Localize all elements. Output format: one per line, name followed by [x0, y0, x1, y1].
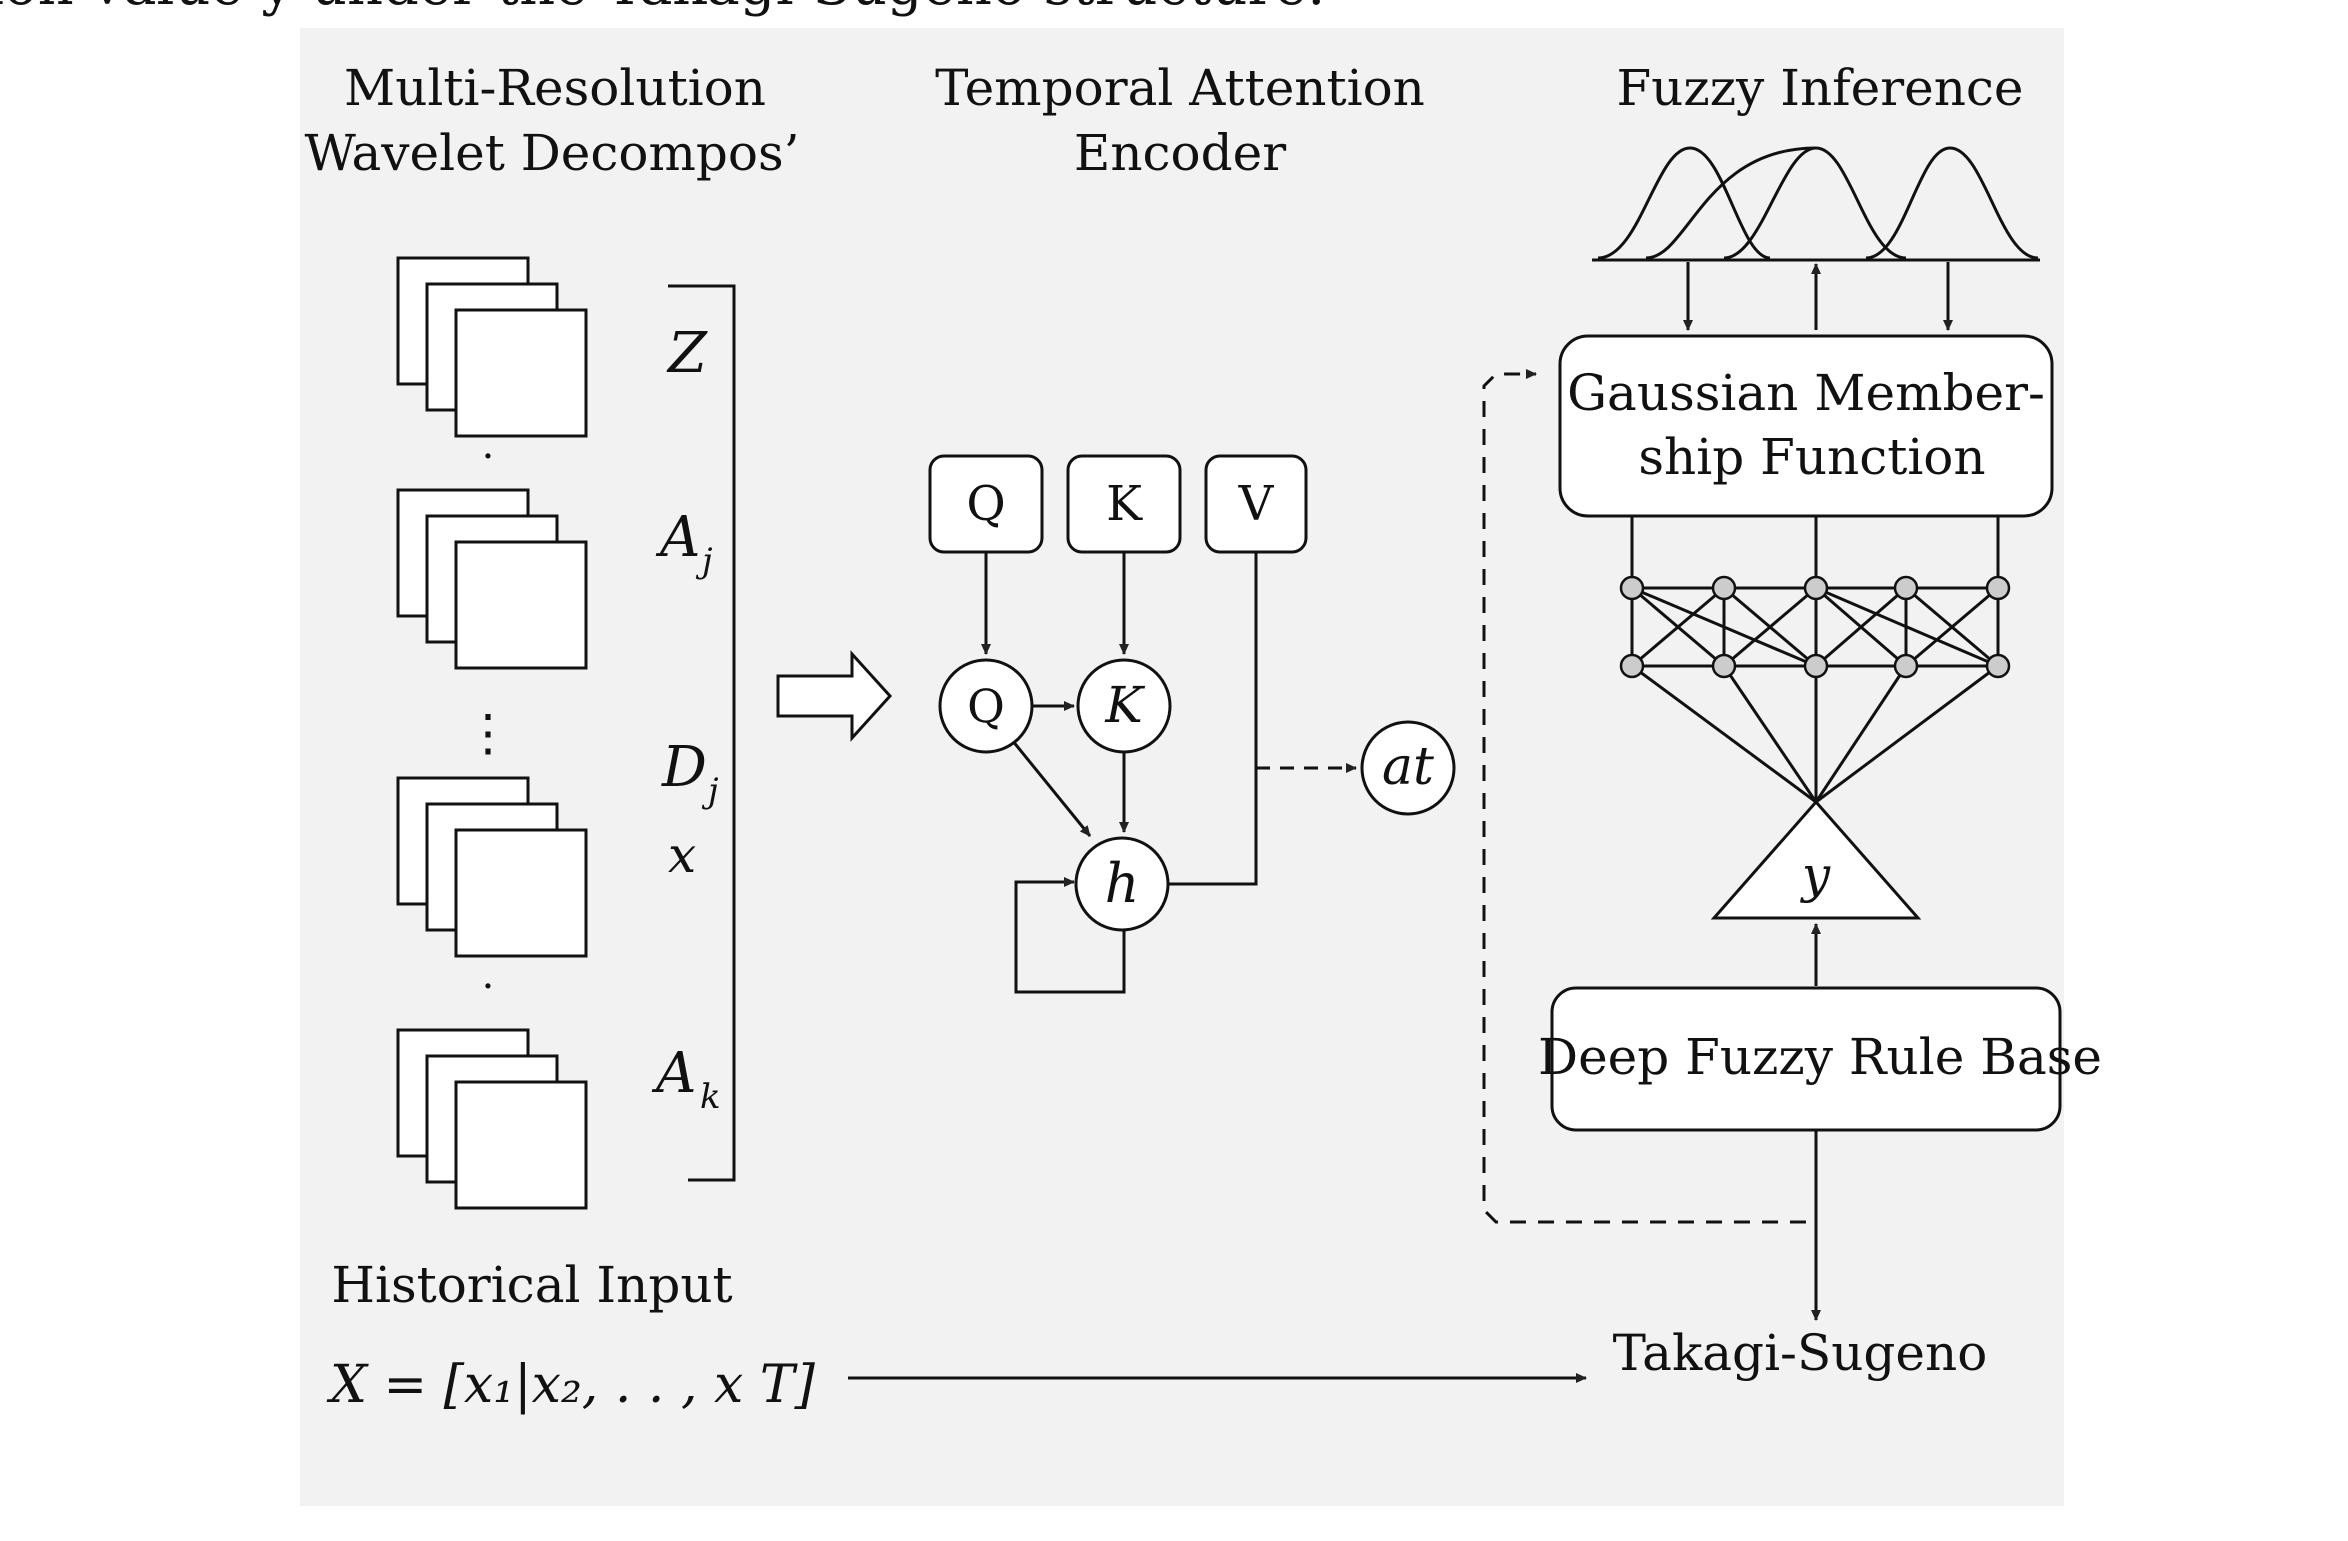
flow-arrow-hollow: [776, 650, 893, 742]
caption-fragment: ion value y under the Takagi-Sugeno stru…: [0, 0, 1325, 18]
svg-text:Deep Fuzzy Rule Base: Deep Fuzzy Rule Base: [1538, 1028, 2102, 1086]
svg-text:Q: Q: [966, 476, 1005, 532]
svg-text:at: at: [1382, 737, 1434, 797]
svg-text:k: k: [700, 1077, 721, 1117]
fuzzy-network-nodes: [1619, 575, 2011, 679]
svg-text:ship Function: ship Function: [1638, 428, 1985, 486]
q-node: Q: [938, 658, 1034, 754]
svg-text:Q: Q: [967, 679, 1005, 733]
wavelet-dot-2: ·: [482, 964, 495, 1010]
historical-input-formula: X = [x₁|x₂, . . , x T]: [326, 1355, 816, 1415]
svg-text:y: y: [1800, 846, 1831, 904]
k-box: K: [1066, 454, 1182, 554]
svg-text:K: K: [1104, 676, 1145, 734]
wavelet-title-line2: Wavelet Decompos’: [304, 124, 799, 182]
wavelet-stack-aj: [396, 488, 588, 670]
gaussian-arrows: [1683, 262, 1953, 331]
gaussian-curves: [1597, 146, 2039, 260]
k-node: K: [1076, 658, 1172, 754]
svg-text:Gaussian Member-: Gaussian Member-: [1567, 364, 2045, 422]
svg-text:K: K: [1106, 476, 1143, 532]
takagi-sugeno-label: Takagi-Sugeno: [1613, 1324, 1988, 1382]
y-triangle: y: [1710, 799, 1922, 920]
svg-text:D: D: [661, 735, 707, 800]
label-z: Z: [666, 321, 708, 386]
historical-input-title: Historical Input: [331, 1256, 732, 1314]
fuzzy-title: Fuzzy Inference: [1616, 59, 2023, 117]
wavelet-bracket: [668, 284, 736, 1182]
h-node: h: [1074, 836, 1170, 932]
q-box: Q: [928, 454, 1044, 554]
at-node: at: [1360, 720, 1456, 816]
wavelet-vdots: ⋮: [463, 704, 513, 762]
gaussian-membership-box: Gaussian Member- ship Function: [1558, 334, 2054, 518]
label-ak: A k: [651, 1041, 721, 1117]
wavelet-stack-dj: [396, 776, 588, 958]
deep-fuzzy-rule-base-box: Deep Fuzzy Rule Base: [1538, 986, 2102, 1132]
wavelet-dot-1: ·: [482, 434, 495, 480]
svg-text:A: A: [651, 1041, 696, 1106]
attention-title-line1: Temporal Attention: [935, 59, 1425, 117]
wavelet-stack-z: [396, 256, 588, 438]
svg-text:h: h: [1105, 852, 1140, 915]
wavelet-title-line1: Multi-Resolution: [344, 59, 766, 117]
label-x: x: [668, 826, 696, 884]
attention-title-line2: Encoder: [1074, 124, 1286, 182]
wavelet-stack-ak: [396, 1028, 588, 1210]
feedback-dashed-path: [1482, 369, 1806, 1224]
attention-connectors: [981, 552, 1357, 994]
svg-text:V: V: [1238, 476, 1275, 532]
v-box: V: [1204, 454, 1308, 554]
svg-text:A: A: [655, 505, 700, 570]
